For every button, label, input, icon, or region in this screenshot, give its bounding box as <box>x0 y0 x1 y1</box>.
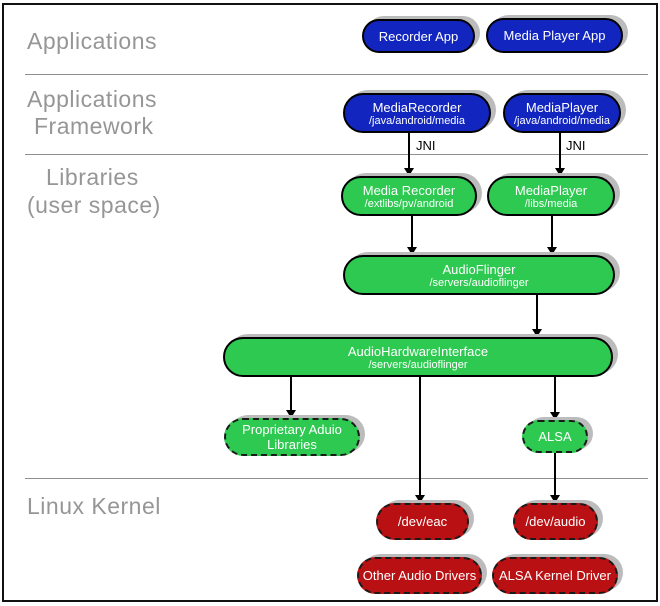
node-label: ALSA <box>538 429 572 444</box>
separator-kernel <box>25 478 648 479</box>
node-label: ALSA Kernel Driver <box>499 568 611 583</box>
node-label: Media Player App <box>503 28 606 43</box>
edge-jni-left-line <box>408 133 410 168</box>
node-dev-eac: /dev/eac <box>376 503 469 540</box>
node-sublabel: /extlibs/pv/android <box>364 197 454 210</box>
node-label: MediaPlayer <box>514 182 588 198</box>
node-alsa: ALSA <box>522 420 588 453</box>
node-audio-hardware-interface: AudioHardwareInterface /servers/audiofli… <box>223 337 613 377</box>
node-label: MediaRecorder <box>372 99 462 115</box>
edge-ahi-to-dev-eac <box>419 377 421 495</box>
layer-label-framework-line2: Framework <box>34 113 154 139</box>
arrowhead-icon <box>415 495 425 503</box>
edge-alsa-to-dev-audio <box>554 453 556 495</box>
separator-applications <box>25 74 648 75</box>
arrowhead-icon <box>286 410 296 418</box>
edge-jni-right-line <box>559 133 561 168</box>
node-label: /dev/audio <box>525 514 586 529</box>
separator-framework <box>25 154 648 155</box>
arrowhead-icon <box>550 412 560 420</box>
node-dev-audio: /dev/audio <box>513 503 598 540</box>
node-label: /dev/eac <box>397 514 448 529</box>
layer-label-applications: Applications <box>27 28 158 54</box>
node-label: AudioFlinger <box>442 261 516 277</box>
edge-label-jni-left: JNI <box>416 138 436 153</box>
edge-label-jni-right: JNI <box>566 138 586 153</box>
layer-label-framework-line1: Applications <box>27 86 158 112</box>
arrowhead-icon <box>404 168 414 176</box>
layer-label-libraries-line2: (user space) <box>27 192 161 218</box>
edge-mediaplayer-to-audioflinger <box>551 216 553 247</box>
node-sublabel: /java/android/media <box>513 114 610 127</box>
node-sublabel: /java/android/media <box>368 114 465 127</box>
node-sublabel: /servers/audioflinger <box>368 358 468 371</box>
node-alsa-kernel-driver: ALSA Kernel Driver <box>492 557 618 594</box>
arrowhead-icon <box>555 168 565 176</box>
arrowhead-icon <box>550 495 560 503</box>
edge-audioflinger-to-ahi <box>536 295 538 329</box>
node-media-recorder-lib: Media Recorder /extlibs/pv/android <box>341 176 477 216</box>
edge-ahi-to-alsa <box>554 377 556 412</box>
edge-ahi-to-proprietary <box>290 377 292 410</box>
layer-label-linux-kernel: Linux Kernel <box>27 493 161 519</box>
edge-mediarecorder-to-audioflinger <box>411 216 413 247</box>
node-label-line2: Libraries <box>267 437 317 452</box>
node-mediaplayer-lib: MediaPlayer /libs/media <box>487 176 615 216</box>
node-other-audio-drivers: Other Audio Drivers <box>357 557 482 594</box>
node-sublabel: /libs/media <box>524 197 578 210</box>
node-label: MediaPlayer <box>525 99 599 115</box>
layer-label-libraries-line1: Libraries <box>46 164 139 190</box>
node-label: Media Recorder <box>362 182 456 198</box>
node-label: Other Audio Drivers <box>362 568 477 583</box>
node-proprietary-audio-libraries: Proprietary Aduio Libraries <box>224 418 360 456</box>
node-media-player-app: Media Player App <box>486 18 623 53</box>
node-label: Recorder App <box>378 28 459 44</box>
node-label: Proprietary Aduio <box>242 422 342 437</box>
node-mediaplayer-framework: MediaPlayer /java/android/media <box>503 93 621 133</box>
arrowhead-icon <box>547 247 557 255</box>
arrowhead-icon <box>532 329 542 337</box>
node-label: AudioHardwareInterface <box>347 343 489 359</box>
node-audioflinger: AudioFlinger /servers/audioflinger <box>343 255 615 295</box>
arrowhead-icon <box>407 247 417 255</box>
node-mediarecorder-framework: MediaRecorder /java/android/media <box>343 93 491 133</box>
node-sublabel: /servers/audioflinger <box>429 276 529 289</box>
node-recorder-app: Recorder App <box>362 19 475 53</box>
